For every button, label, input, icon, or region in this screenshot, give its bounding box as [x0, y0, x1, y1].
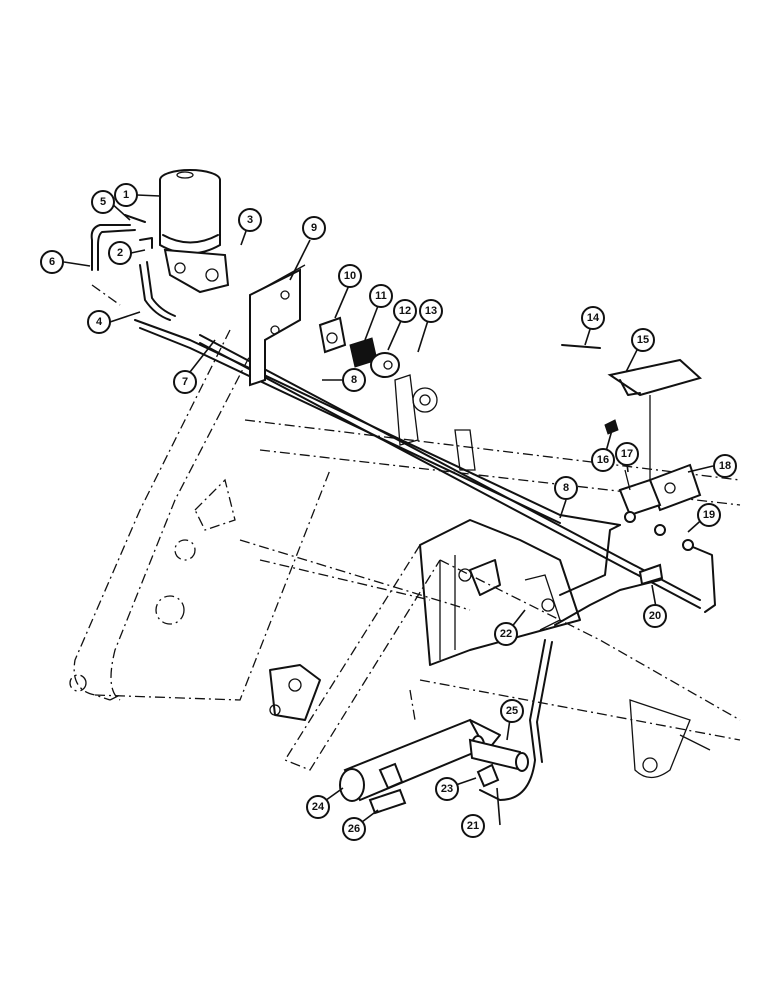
callout-2-label: 2 — [117, 247, 123, 259]
callout-3: 3 — [238, 208, 262, 232]
callout-11: 11 — [369, 284, 393, 308]
callout-4: 4 — [87, 310, 111, 334]
callout-6-label: 6 — [49, 256, 55, 268]
hydraulic-cylinder — [339, 718, 529, 815]
callout-22: 22 — [494, 622, 518, 646]
callout-24-label: 24 — [312, 801, 325, 813]
callout-5: 5 — [91, 190, 115, 214]
callout-25-label: 25 — [506, 705, 518, 717]
callout-18: 18 — [713, 454, 737, 478]
callout-26-label: 26 — [348, 823, 360, 835]
callout-3-label: 3 — [247, 214, 253, 226]
callout-1: 1 — [114, 183, 138, 207]
callout-2: 2 — [108, 241, 132, 265]
callout-6: 6 — [40, 250, 64, 274]
callout-16-label: 16 — [597, 454, 609, 466]
callout-16: 16 — [591, 448, 615, 472]
filter-assembly — [159, 169, 230, 294]
callout-21-label: 21 — [467, 820, 479, 832]
callout-14-label: 14 — [587, 312, 600, 324]
callout-13: 13 — [419, 299, 443, 323]
callout-19-label: 19 — [703, 509, 715, 521]
callout-22-label: 22 — [500, 628, 512, 640]
valve-assembly — [607, 358, 703, 517]
callout-23-label: 23 — [441, 783, 453, 795]
callout-17: 17 — [615, 442, 639, 466]
callout-23: 23 — [435, 777, 459, 801]
callout-25: 25 — [500, 699, 524, 723]
callout-24: 24 — [306, 795, 330, 819]
callout-18-label: 18 — [719, 460, 731, 472]
callout-10-label: 10 — [344, 270, 356, 282]
hydraulic-lines — [134, 319, 716, 801]
callout-7: 7 — [173, 370, 197, 394]
callout-5-label: 5 — [100, 196, 106, 208]
callout-10: 10 — [338, 264, 362, 288]
callout-20-label: 20 — [649, 610, 661, 622]
callout-8b-label: 8 — [563, 482, 569, 494]
callout-11-label: 11 — [375, 290, 387, 302]
callout-8a-label: 8 — [351, 374, 357, 386]
callout-14: 14 — [581, 306, 605, 330]
callout-21: 21 — [461, 814, 485, 838]
callout-8b: 8 — [554, 476, 578, 500]
callout-13-label: 13 — [425, 305, 437, 317]
callout-15-label: 15 — [637, 334, 649, 346]
callout-26: 26 — [342, 817, 366, 841]
callout-17-label: 17 — [621, 448, 633, 460]
coupling-parts — [318, 316, 400, 378]
callout-1-label: 1 — [123, 189, 129, 201]
callout-15: 15 — [631, 328, 655, 352]
callout-4-label: 4 — [96, 316, 103, 328]
callout-12: 12 — [393, 299, 417, 323]
loader-frame — [69, 329, 741, 779]
callout-20: 20 — [643, 604, 667, 628]
callout-8a: 8 — [342, 368, 366, 392]
callout-9-label: 9 — [311, 222, 317, 234]
callout-7-label: 7 — [182, 376, 188, 388]
callout-9: 9 — [302, 216, 326, 240]
mount-bracket — [249, 264, 306, 387]
callout-19: 19 — [697, 503, 721, 527]
callouts: 1 2 3 4 5 6 7 8 8 9 10 11 12 13 14 15 16… — [40, 183, 737, 841]
callout-12-label: 12 — [399, 305, 411, 317]
